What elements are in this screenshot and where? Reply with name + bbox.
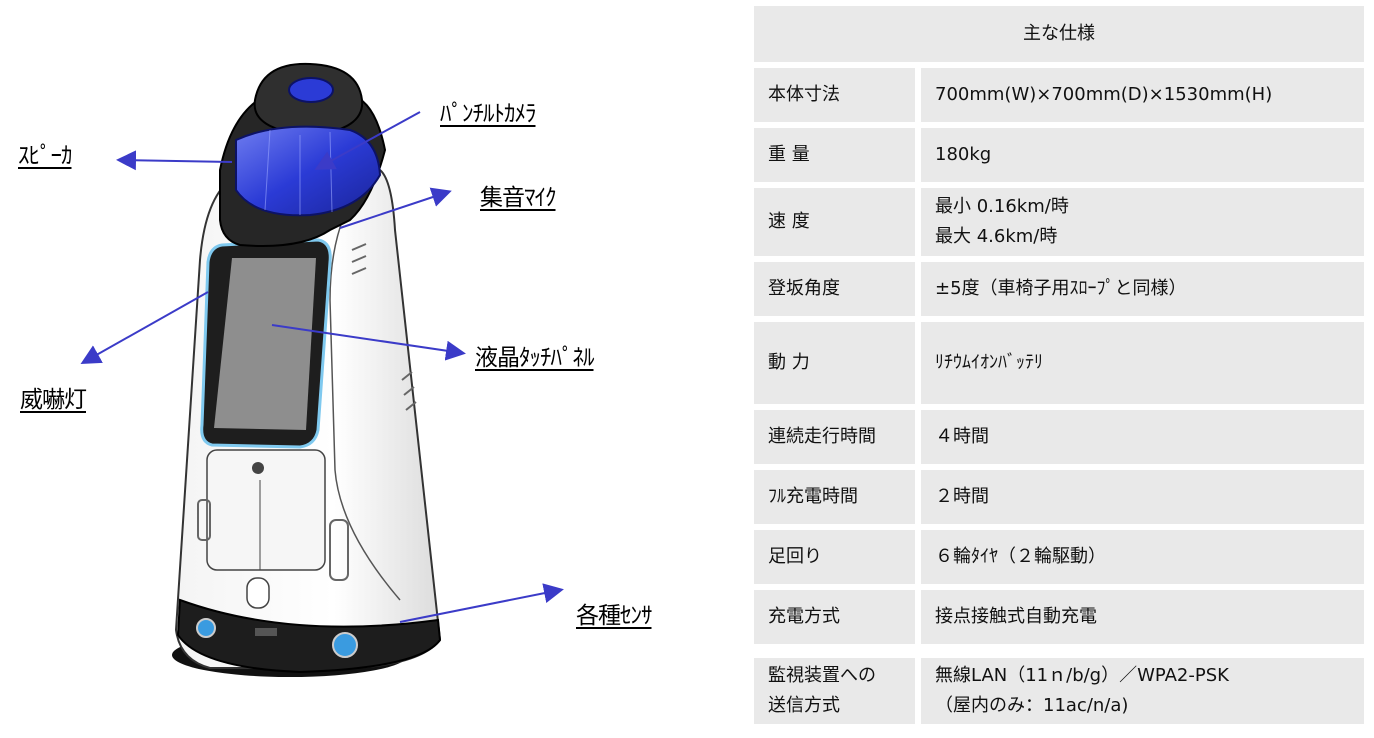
spec-row: 重 量 180kg: [754, 128, 1364, 182]
spec-value: 180kg: [935, 144, 992, 165]
spec-value: 無線LAN（11ｎ/b/g）／WPA2-PSK: [935, 665, 1229, 686]
sensor-left: [196, 618, 216, 638]
spec-value: ﾘﾁｳﾑｲｵﾝﾊﾞｯﾃﾘ: [935, 352, 1043, 373]
spec-value: 最小 0.16km/時: [935, 196, 1069, 217]
label-sensors: 各種ｾﾝｻ: [576, 603, 652, 629]
spec-row: 本体寸法 700mm(W)×700mm(D)×1530mm(H): [754, 68, 1364, 122]
touch-screen: [214, 258, 316, 430]
spec-row: 連続走行時間 ４時間: [754, 410, 1364, 464]
spec-label: 登坂角度: [754, 262, 915, 316]
spec-label-line2: 送信方式: [768, 695, 840, 716]
spec-value-line2: （屋内のみ：11ac/n/a): [935, 695, 1129, 716]
callout-arrows: [80, 111, 564, 623]
spec-value: ±5度（車椅子用ｽﾛｰﾌﾟと同様）: [935, 278, 1187, 299]
spec-label: 重 量: [754, 128, 915, 182]
spec-value: 700mm(W)×700mm(D)×1530mm(H): [935, 84, 1273, 105]
spec-row: 足回り ６輪ﾀｲﾔ（２輪駆動）: [754, 530, 1364, 584]
spec-label: 本体寸法: [754, 68, 915, 122]
label-microphone: 集音ﾏｲｸ: [480, 185, 556, 211]
base-band: [176, 598, 442, 674]
label-speaker: ｽﾋﾟｰｶ: [18, 143, 72, 169]
top-lens: [288, 77, 334, 103]
side-vents: [197, 243, 417, 581]
spec-value: ６輪ﾀｲﾔ（２輪駆動）: [935, 546, 1106, 567]
spec-label: 連続走行時間: [754, 410, 915, 464]
spec-label: 監視装置への: [768, 665, 876, 686]
spec-label: ﾌﾙ充電時間: [754, 470, 915, 524]
door-panel: [206, 449, 326, 571]
sensor-right: [332, 632, 358, 658]
label-warning-light: 威嚇灯: [20, 387, 87, 413]
spec-label: 充電方式: [754, 590, 915, 644]
spec-row: 登坂角度 ±5度（車椅子用ｽﾛｰﾌﾟと同様）: [754, 262, 1364, 316]
spec-label: 足回り: [754, 530, 915, 584]
spec-header-row: 主な仕様: [754, 6, 1364, 62]
spec-title: 主な仕様: [754, 6, 1364, 62]
spec-value: 接点接触式自動充電: [935, 606, 1097, 627]
spec-row: 速 度 最小 0.16km/時 最大 4.6km/時: [754, 188, 1364, 256]
robot-drawing: [80, 62, 564, 677]
spec-value: ４時間: [935, 426, 989, 447]
robot-illustration: ﾊﾟﾝﾁﾙﾄｶﾒﾗ ｽﾋﾟｰｶ 集音ﾏｲｸ 威嚇灯 液晶ﾀｯﾁﾊﾟﾈﾙ 各種ｾﾝ…: [18, 62, 652, 677]
spec-value: ２時間: [935, 486, 989, 507]
spec-row: 監視装置への 送信方式 無線LAN（11ｎ/b/g）／WPA2-PSK （屋内の…: [754, 658, 1364, 724]
spec-row: 充電方式 接点接触式自動充電: [754, 590, 1364, 644]
spec-label: 動 力: [754, 322, 915, 404]
spec-label: 速 度: [754, 188, 915, 256]
spec-value-line2: 最大 4.6km/時: [935, 226, 1058, 247]
spec-row: 動 力 ﾘﾁｳﾑｲｵﾝﾊﾞｯﾃﾘ: [754, 322, 1364, 404]
spec-row: ﾌﾙ充電時間 ２時間: [754, 470, 1364, 524]
camera-dome: [235, 125, 382, 217]
label-touch-panel: 液晶ﾀｯﾁﾊﾟﾈﾙ: [475, 345, 594, 371]
label-pan-tilt-camera: ﾊﾟﾝﾁﾙﾄｶﾒﾗ: [440, 101, 536, 127]
